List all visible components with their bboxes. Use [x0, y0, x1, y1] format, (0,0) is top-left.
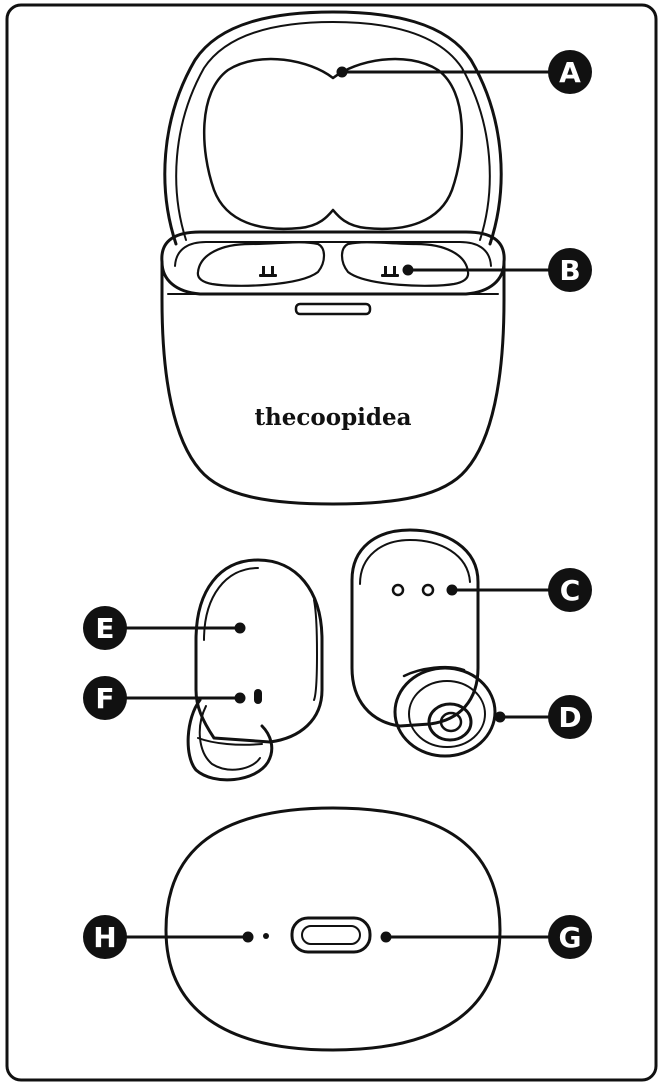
- svg-text:H: H: [93, 921, 116, 954]
- charging-case-bottom: [164, 806, 502, 1052]
- callout-b: B: [548, 248, 592, 292]
- case-base-rim: [160, 230, 506, 264]
- callout-h: H: [83, 915, 127, 959]
- left-earbud-tip: [186, 698, 274, 782]
- callout-c: C: [548, 568, 592, 612]
- case-brand-logo: thecoopidea: [254, 404, 411, 431]
- charging-case-open: [160, 10, 506, 506]
- right-earbud-shell-edge: [359, 539, 471, 585]
- case-latch: [294, 302, 372, 316]
- charging-contacts: [259, 266, 399, 277]
- usb-c-port: [290, 916, 372, 954]
- case-lid-outer: [163, 10, 503, 246]
- callout-e: E: [83, 606, 127, 650]
- case-base-body: [160, 260, 506, 506]
- callout-f: F: [83, 676, 127, 720]
- right-earbud-body: [350, 528, 480, 728]
- left-earbud-body: [194, 558, 324, 744]
- case-base-inner-rim: [174, 241, 492, 267]
- callout-d: D: [548, 695, 592, 739]
- case-lid-recess: [202, 57, 464, 230]
- callout-a: A: [548, 50, 592, 94]
- reset-pinhole: [263, 933, 269, 939]
- outer-border: [5, 3, 658, 1082]
- right-earbud: [350, 528, 497, 758]
- svg-text:D: D: [558, 701, 581, 734]
- case-left-well: [196, 241, 326, 287]
- svg-text:C: C: [560, 574, 581, 607]
- case-bottom-outline: [164, 806, 502, 1052]
- right-earbud-tip: [393, 666, 497, 758]
- svg-text:B: B: [559, 254, 580, 287]
- svg-text:F: F: [95, 682, 114, 715]
- case-lid-inner-rim: [175, 21, 491, 241]
- callout-leaders: [116, 66, 550, 943]
- svg-text:A: A: [559, 56, 581, 89]
- svg-text:E: E: [95, 612, 114, 645]
- left-earbud-side-edge: [313, 599, 318, 701]
- callout-g: G: [548, 915, 592, 959]
- touch-sensor-holes: [391, 583, 435, 597]
- indicator-led: [254, 689, 262, 704]
- svg-text:G: G: [559, 921, 582, 954]
- case-right-well: [340, 241, 470, 287]
- left-earbud: [186, 558, 324, 782]
